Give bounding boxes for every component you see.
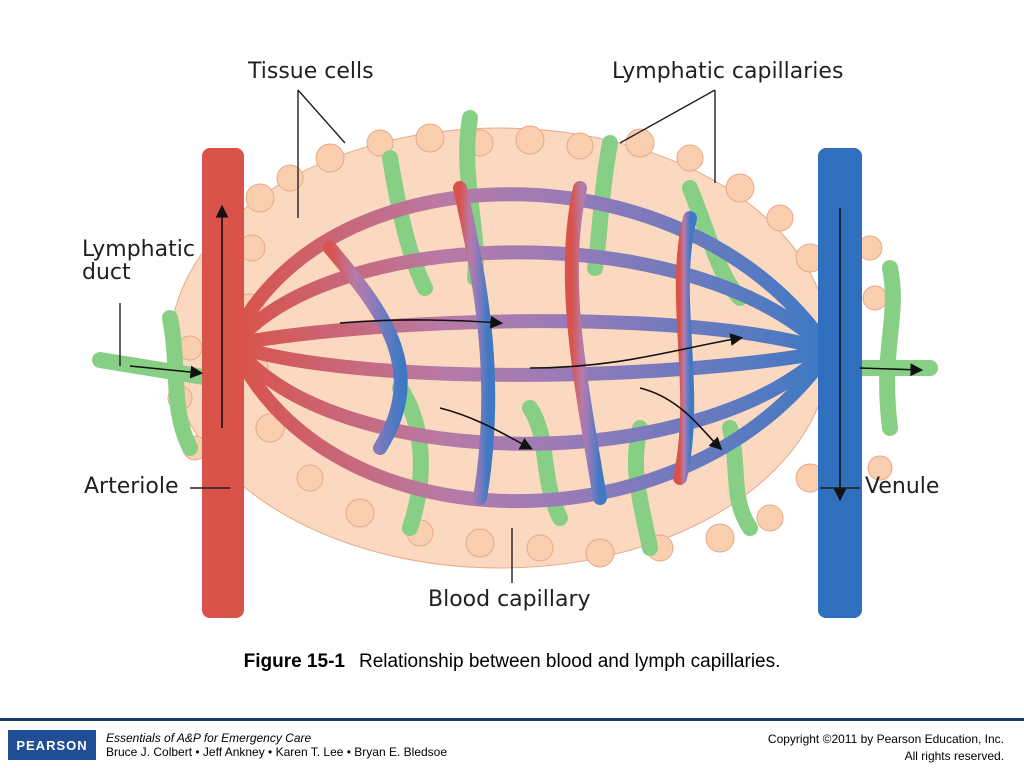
- label-lymphatic-duct: Lymphatic duct: [82, 237, 195, 286]
- figure-caption: Figure 15-1 Relationship between blood an…: [0, 651, 1024, 673]
- label-blood-capillary: Blood capillary: [428, 587, 591, 612]
- caption-text: Relationship between blood and lymph cap…: [358, 651, 781, 672]
- figure-number: Figure 15-1: [243, 651, 345, 672]
- copyright-text: Copyright ©2011 by Pearson Education, In…: [767, 732, 1004, 746]
- label-tissue-cells: Tissue cells: [248, 59, 374, 84]
- arteriole-vessel: [202, 148, 244, 618]
- diagram-illustration: [92, 89, 938, 618]
- label-lymphatic-capillaries: Lymphatic capillaries: [612, 59, 844, 84]
- capillary-diagram: Tissue cells Lymphatic capillaries Lymph…: [80, 48, 944, 618]
- leader-lines: [119, 89, 860, 583]
- flow-arrows: [129, 204, 924, 502]
- rights-text: All rights reserved.: [904, 749, 1004, 763]
- book-authors: Bruce J. Colbert • Jeff Ankney • Karen T…: [106, 745, 448, 759]
- label-arteriole: Arteriole: [84, 474, 179, 499]
- blood-capillary-network: [233, 181, 827, 509]
- book-info: Essentials of A&P for Emergency Care Bru…: [106, 731, 447, 759]
- label-venule: Venule: [865, 474, 940, 499]
- copyright-block: Copyright ©2011 by Pearson Education, In…: [768, 731, 1004, 765]
- footer-divider: [0, 718, 1024, 721]
- pearson-logo: PEARSON: [8, 730, 96, 760]
- book-title: Essentials of A&P for Emergency Care: [106, 731, 312, 745]
